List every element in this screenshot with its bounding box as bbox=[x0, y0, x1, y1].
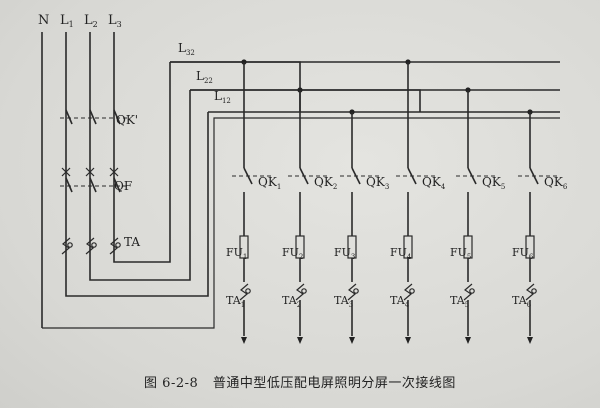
branch-5-arrow bbox=[465, 337, 471, 344]
branch-3-fuse-label: FU3 bbox=[334, 246, 355, 261]
branch-2-switch-label: QK2 bbox=[314, 175, 337, 191]
figure-number: 图 6-2-8 bbox=[144, 376, 199, 391]
qk-main-blade-1 bbox=[89, 109, 97, 125]
branch-5-ct bbox=[463, 283, 473, 301]
main-ct-0 bbox=[61, 237, 71, 255]
bus-label-l1: L1 bbox=[60, 13, 74, 29]
branch-1-switch-label: QK1 bbox=[258, 175, 281, 191]
branch-3-ct-loop bbox=[353, 288, 359, 294]
branch-6-fuse-label: FU6 bbox=[512, 246, 534, 261]
feeder-label-l22: L22 bbox=[196, 69, 213, 85]
branch-3-switch-label: QK3 bbox=[366, 175, 389, 191]
neutral-return bbox=[42, 117, 560, 329]
bus-label-l2: L2 bbox=[84, 13, 98, 29]
qk-main-blade-2 bbox=[113, 109, 121, 125]
branch-2-fuse-label: FU2 bbox=[282, 246, 303, 261]
bus-label-l3: L3 bbox=[108, 13, 122, 29]
branch-4-ct-loop bbox=[409, 288, 415, 294]
branch-4-arrow bbox=[405, 337, 411, 344]
phase-l3-line bbox=[113, 32, 171, 263]
figure-title: 普通中型低压配电屏照明分屏一次接线图 bbox=[212, 376, 456, 391]
qk-main-label: QK' bbox=[116, 113, 138, 127]
qf-cross-b-0 bbox=[61, 167, 71, 177]
feeder-label-l32: L32 bbox=[178, 41, 195, 57]
branch-6-ct-label: TA6 bbox=[512, 294, 532, 309]
qf-label: QF bbox=[114, 179, 132, 193]
branch-5-ct-label: TA5 bbox=[450, 294, 469, 309]
branch-6-ct bbox=[525, 283, 535, 301]
phase-l1-line bbox=[65, 32, 209, 297]
branch-1-arrow bbox=[241, 337, 247, 344]
qf-blade-1 bbox=[89, 177, 97, 193]
branch-1-ct bbox=[239, 283, 249, 301]
branch-1-ct-loop bbox=[245, 288, 251, 294]
branch-3-ct bbox=[347, 283, 357, 301]
branch-2-ct bbox=[295, 283, 305, 301]
branch-4-ct-label: TA4 bbox=[390, 294, 410, 309]
main-ct-2 bbox=[109, 237, 119, 255]
main-ct-label: TA bbox=[124, 235, 140, 249]
branch-4-ct bbox=[403, 283, 413, 301]
qf-blade-0 bbox=[65, 177, 73, 193]
branch-5-fuse-label: FU5 bbox=[450, 246, 471, 261]
bus-label-n: N bbox=[38, 13, 49, 28]
branch-1-ct-label: TA1 bbox=[226, 294, 245, 309]
qk-main-blade-0 bbox=[65, 109, 73, 125]
branch-6-ct-loop bbox=[531, 288, 537, 294]
branch-2-arrow bbox=[297, 337, 303, 344]
branch-4-switch-label: QK4 bbox=[422, 175, 446, 191]
branch-3-arrow bbox=[349, 337, 355, 344]
qf-blade-2 bbox=[113, 177, 121, 193]
branch-6-switch-label: QK6 bbox=[544, 175, 568, 191]
feeder-label-l12: L12 bbox=[214, 89, 231, 105]
branch-3-ct-label: TA3 bbox=[334, 294, 353, 309]
main-ct-0-loop bbox=[67, 242, 73, 248]
branch-1-fuse-label: FU1 bbox=[226, 246, 247, 261]
figure-caption: 图 6-2-8 普通中型低压配电屏照明分屏一次接线图 bbox=[0, 372, 600, 391]
qf-cross-b-2 bbox=[109, 167, 119, 177]
branch-6-arrow bbox=[527, 337, 533, 344]
branch-2-ct-label: TA2 bbox=[282, 294, 301, 309]
branch-5-switch-label: QK5 bbox=[482, 175, 505, 191]
branch-4-fuse-label: FU4 bbox=[390, 246, 412, 261]
main-ct-1-loop bbox=[91, 242, 97, 248]
phase-l2-line bbox=[89, 32, 191, 281]
main-ct-1 bbox=[85, 237, 95, 255]
qf-cross-b-1 bbox=[85, 167, 95, 177]
branch-2-ct-loop bbox=[301, 288, 307, 294]
main-ct-2-loop bbox=[115, 242, 121, 248]
branch-5-ct-loop bbox=[469, 288, 475, 294]
